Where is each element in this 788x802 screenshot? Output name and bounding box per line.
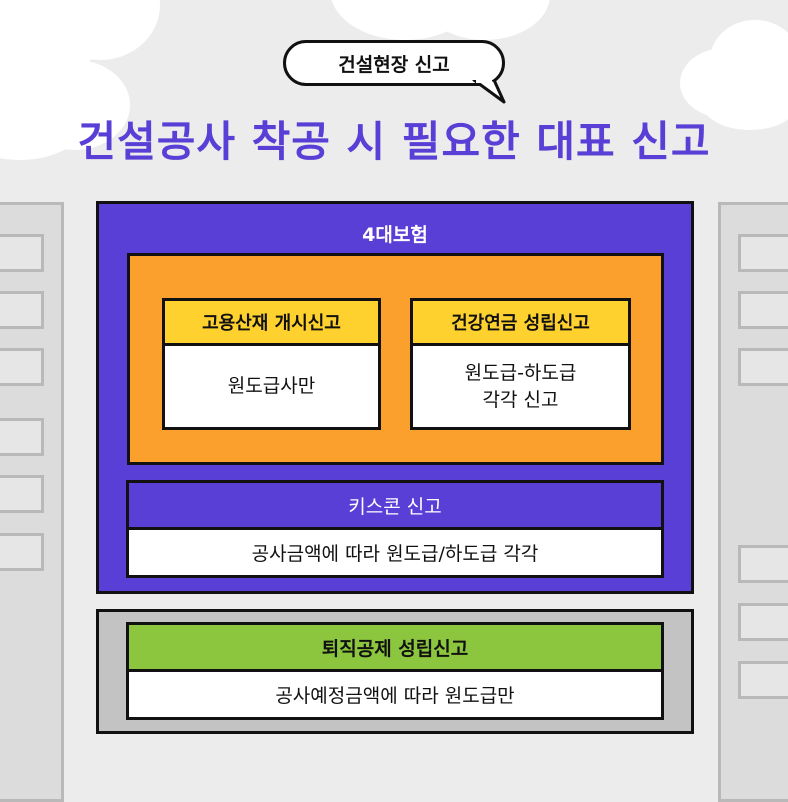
card-right-header: 건강연금 성립신고: [410, 298, 631, 346]
retirement-body: 공사예정금액에 따라 원도급만: [126, 672, 664, 720]
speech-bubble: 건설현장 신고: [283, 40, 505, 86]
left-window: [0, 234, 44, 272]
kiscon-body: 공사금액에 따라 원도급/하도급 각각: [126, 530, 664, 578]
left-window: [0, 291, 44, 329]
left-window: [0, 348, 44, 386]
right-window: [738, 545, 788, 583]
page-title: 건설공사 착공 시 필요한 대표 신고: [77, 117, 711, 166]
card-left-line: 원도급사만: [227, 375, 316, 398]
right-window: [738, 234, 788, 272]
card-right-line: 원도급-하도급: [464, 361, 577, 384]
speech-bubble-tail: [472, 80, 506, 104]
retirement-header: 퇴직공제 성립신고: [126, 622, 664, 672]
insurance-title: 4대보험: [362, 224, 428, 246]
card-right-body: 원도급-하도급 각각 신고: [410, 346, 631, 430]
kiscon-header: 키스콘 신고: [126, 480, 664, 530]
right-window: [738, 291, 788, 329]
left-window: [0, 533, 44, 571]
card-right-line: 각각 신고: [482, 388, 559, 411]
card-left-body: 원도급사만: [162, 346, 381, 430]
card-left-header: 고용산재 개시신고: [162, 298, 381, 346]
left-window: [0, 418, 44, 456]
bubble-text: 건설현장 신고: [338, 53, 450, 76]
right-window: [738, 661, 788, 699]
right-window: [738, 603, 788, 641]
left-window: [0, 475, 44, 513]
right-window: [738, 348, 788, 386]
